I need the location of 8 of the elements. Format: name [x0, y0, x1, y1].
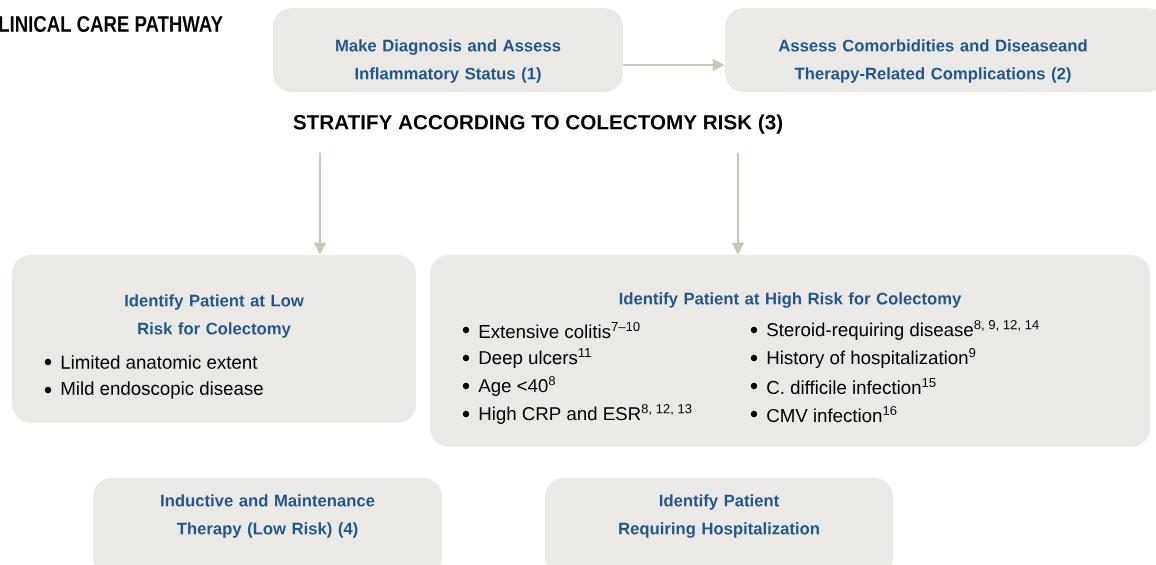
process-box: Make Diagnosis and Assess Inflammatory Status (1) [273, 8, 623, 92]
process-box: Inductive and Maintenance Therapy (Low Risk) (4) [92, 477, 443, 565]
process-box: Identify Patient at High Risk for Colectomy Extensive colitis$^{7–10}$ Deep ulcers$^{11}$ Age <40$^{8}$ High CRP and ESR$^{8, 12, 13}$ Steroid-requiring disease$^{8, 9, 12, 14}$ History of hospitalization$^{9}$ C. difficile infection$^{15}$ CMV infection$^{16}$ [430, 255, 1150, 447]
title: LINICAL CARE PATHWAY [0, 16, 223, 33]
process-box: Identify Patient at Low Risk for Colectomy Limited anatomic extent Mild endoscopic disease [12, 255, 416, 423]
heading-text: STRATIFY ACCORDING TO COLECTOMY RISK (3) [293, 114, 783, 134]
process-box: Assess Comorbidities and Diseaseand Therapy-Related Complications (2) [724, 8, 1156, 92]
process-box: Identify Patient Requiring Hospitalization [545, 477, 893, 565]
